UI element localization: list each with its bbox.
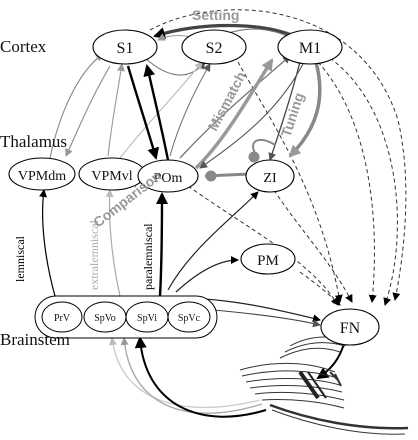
node-zi [245,159,295,193]
arrow-prv-to-vpmdm [39,189,56,297]
arrow-spvi-to-zi [167,191,259,291]
node-pm-label: PM [257,253,279,269]
arrow-spvi-to-pom [155,192,168,297]
arrow-s1-to-fn-outer [149,9,407,301]
node-spvo-label: SpVo [94,313,116,324]
arrow-m1-to-fn [317,61,377,303]
process-label-mismatch: Mismatch [205,69,249,134]
node-pom-label: POm [154,171,183,186]
region-label-brainstem: Brainstem [0,330,70,349]
node-pom [137,159,199,193]
pathway-label-extralemniscal: extralemniscal [87,219,101,290]
node-spvi-label: SpVi [137,313,157,324]
pathway-label-paralemniscal: paralemniscal [141,223,155,290]
node-spvc-label: SpVc [178,313,201,324]
arrow-zi-to-fn [273,189,353,303]
node-s1 [92,29,158,65]
arrow-s1-to-pom [126,65,160,160]
node-spvc [167,301,211,333]
node-vpmvl-label: VPMvl [91,169,132,184]
arrow-m1-to-s1-setting [153,23,295,39]
arrow-pm-to-fn [299,271,341,306]
arrow-vpmvl-to-s1 [107,63,125,157]
node-fn-label: FN [340,320,361,337]
arrow-vpmdm-to-s1 [49,53,104,159]
arrow-mismatch [194,58,274,170]
node-fn [320,308,380,346]
node-pm [240,243,296,275]
brainstem-nuclei: PrV SpVo SpVi SpVc [41,301,211,333]
inhibition-dot-pom [205,170,217,182]
arrow-m1-to-pom-dark [199,59,306,169]
node-s2-label: S2 [206,40,223,57]
process-label-tuning: Tuning [278,91,307,139]
node-vpmdm [8,157,76,191]
arrow-spvi-to-pm [175,256,239,293]
arrow-pom-to-m1 [179,55,291,159]
node-m1-label: M1 [299,40,321,57]
node-prv [41,301,83,333]
node-zi-label: ZI [263,171,277,186]
node-m1 [277,29,343,65]
process-label-setting: Setting [192,7,239,23]
pathway-label-lemniscal: lemniscal [13,235,27,282]
arrow-s2-to-fn [237,61,343,303]
arrow-m1-to-fn-right [329,57,398,306]
arrow-vpmvl-to-s2 [119,61,203,159]
arrow-spvo-to-vpmvl [105,189,121,297]
arrow-s1-to-vpmdm [65,65,111,157]
arrow-whisker-to-prv-light [108,337,261,409]
region-label-thalamus: Thalamus [0,132,67,151]
arrow-pom-to-s2 [169,63,211,157]
arrow-whisker-to-spvi-black [134,336,267,418]
region-label-cortex: Cortex [0,37,47,56]
inhibition-dot-zi [248,151,260,163]
arrow-pom-to-s1 [143,64,170,161]
node-vpmdm-label: VPMdm [18,169,66,184]
arrow-tuning [288,61,322,158]
node-s2 [181,29,247,65]
arrow-whisker-to-spvo-gray [120,337,263,414]
node-prv-label: PrV [54,313,71,324]
whisker-pad-illustration [239,336,409,435]
node-s1-label: S1 [117,40,134,57]
